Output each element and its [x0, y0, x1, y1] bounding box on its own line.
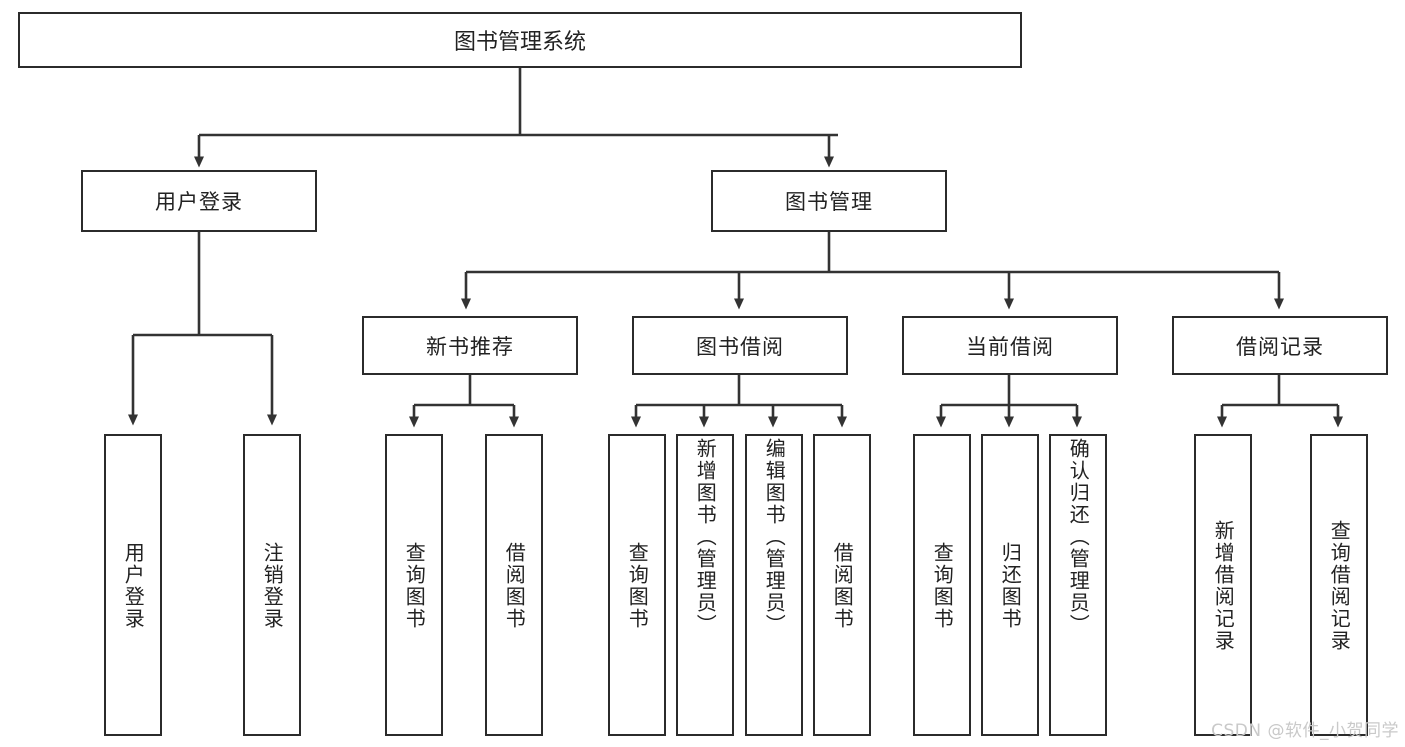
leaf-records-query-record[interactable]: 查询借阅记录	[1310, 434, 1368, 736]
node-borrow-records-label: 借阅记录	[1236, 334, 1324, 359]
node-borrow-records[interactable]: 借阅记录	[1172, 316, 1388, 375]
leaf-label: 新增借阅记录	[1211, 520, 1236, 652]
leaf-label: 查询图书	[402, 542, 427, 630]
leaf-new-book-query[interactable]: 查询图书	[385, 434, 443, 736]
leaf-label: 用户登录	[121, 542, 146, 630]
leaf-borrow-query-book[interactable]: 查询图书	[608, 434, 666, 736]
leaf-borrow-borrow-book[interactable]: 借阅图书	[813, 434, 871, 736]
leaf-label: 借阅图书	[502, 542, 527, 630]
watermark-text: CSDN @软件_小贺同学	[1211, 721, 1399, 741]
leaf-label: 新增图书（管理员）	[693, 438, 718, 636]
node-current-borrow[interactable]: 当前借阅	[902, 316, 1118, 375]
node-book-borrow-label: 图书借阅	[696, 334, 784, 359]
node-current-borrow-label: 当前借阅	[966, 334, 1054, 359]
leaf-label: 查询借阅记录	[1327, 520, 1352, 652]
leaf-current-confirm-return[interactable]: 确认归还（管理员）	[1049, 434, 1107, 736]
node-new-book-recommend[interactable]: 新书推荐	[362, 316, 578, 375]
node-new-book-recommend-label: 新书推荐	[426, 334, 514, 359]
leaf-label: 编辑图书（管理员）	[762, 438, 787, 636]
leaf-label: 借阅图书	[830, 542, 855, 630]
node-book-borrow[interactable]: 图书借阅	[632, 316, 848, 375]
leaf-label: 查询图书	[930, 542, 955, 630]
leaf-user-login-signout[interactable]: 注销登录	[243, 434, 301, 736]
leaf-current-return-book[interactable]: 归还图书	[981, 434, 1039, 736]
leaf-current-query-book[interactable]: 查询图书	[913, 434, 971, 736]
leaf-label: 查询图书	[625, 542, 650, 630]
node-root-label: 图书管理系统	[453, 30, 586, 55]
leaf-records-add-record[interactable]: 新增借阅记录	[1194, 434, 1252, 736]
leaf-label: 确认归还（管理员）	[1066, 438, 1091, 636]
leaf-borrow-edit-book[interactable]: 编辑图书（管理员）	[745, 434, 803, 736]
leaf-borrow-add-book[interactable]: 新增图书（管理员）	[676, 434, 734, 736]
node-book-management-label: 图书管理	[785, 190, 873, 214]
leaf-label: 注销登录	[260, 542, 285, 630]
node-book-management[interactable]: 图书管理	[711, 170, 947, 232]
leaf-new-book-borrow[interactable]: 借阅图书	[485, 434, 543, 736]
node-user-login-label: 用户登录	[155, 190, 243, 214]
node-user-login[interactable]: 用户登录	[81, 170, 317, 232]
leaf-user-login-signin[interactable]: 用户登录	[104, 434, 162, 736]
node-root[interactable]: 图书管理系统	[18, 12, 1022, 68]
leaf-label: 归还图书	[998, 542, 1023, 630]
